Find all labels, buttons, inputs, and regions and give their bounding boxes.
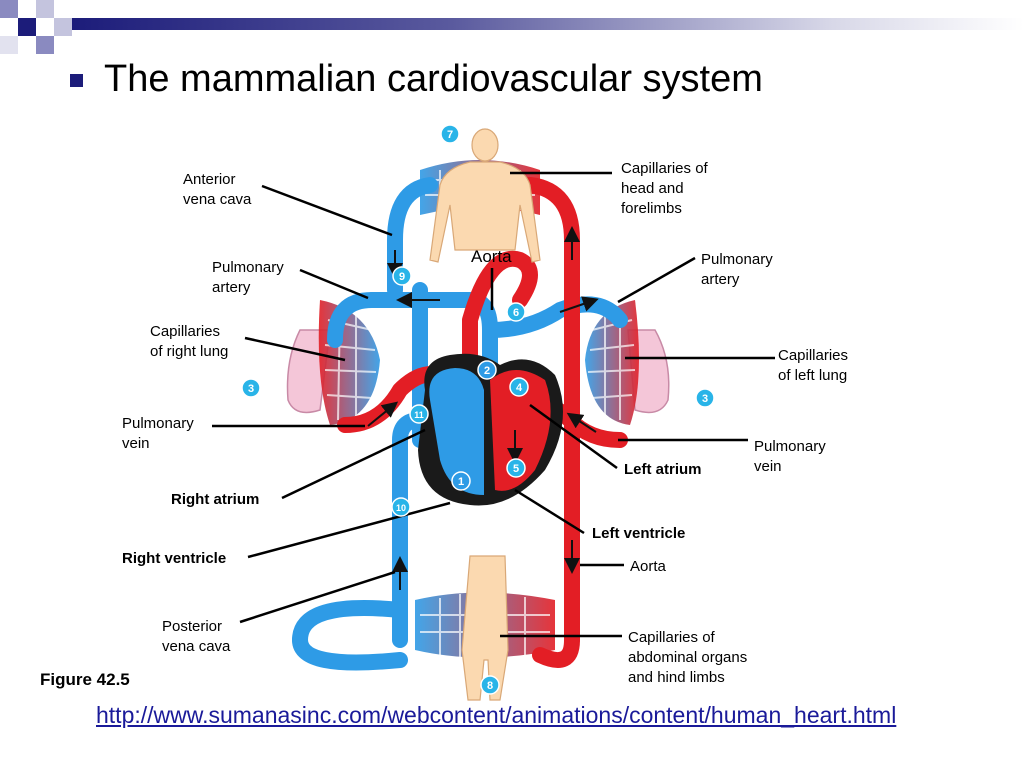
- label-left-ventricle: Left ventricle: [592, 525, 686, 542]
- step-marker: 3: [241, 378, 261, 398]
- label-right-ventricle: Right ventricle: [122, 550, 227, 567]
- deco-square: [36, 0, 54, 18]
- svg-text:10: 10: [396, 503, 406, 513]
- left-lung: [585, 300, 670, 425]
- step-marker: 1: [451, 471, 471, 491]
- svg-text:4: 4: [516, 382, 523, 394]
- header-gradient-bar: [70, 18, 1024, 30]
- step-marker: 9: [392, 266, 412, 286]
- label-posterior-vena-cava: Posterior vena cava: [162, 618, 231, 655]
- step-marker: 4: [509, 377, 529, 397]
- step-marker: 5: [506, 458, 526, 478]
- svg-text:9: 9: [399, 271, 405, 283]
- deco-square: [0, 0, 18, 18]
- label-pulmonary-vein-right: Pulmonary vein: [122, 415, 194, 452]
- label-capillaries-left-lung: Capillaries of left lung: [778, 347, 849, 384]
- human-upper-body: [429, 128, 541, 263]
- label-pulmonary-artery-right: Pulmonary artery: [212, 259, 284, 296]
- slide-title: The mammalian cardiovascular system: [104, 58, 763, 100]
- svg-text:3: 3: [248, 383, 254, 395]
- label-left-atrium: Left atrium: [624, 461, 702, 478]
- step-marker: 7: [440, 124, 460, 144]
- deco-square: [0, 36, 18, 54]
- svg-text:2: 2: [484, 365, 490, 377]
- deco-square: [54, 18, 72, 36]
- label-capillaries-head: Capillaries of head and forelimbs: [621, 160, 708, 217]
- title-bullet: [70, 74, 83, 87]
- label-aorta-bottom: Aorta: [630, 558, 666, 575]
- source-link[interactable]: http://www.sumanasinc.com/webcontent/ani…: [96, 702, 897, 728]
- deco-square: [18, 18, 36, 36]
- svg-text:5: 5: [513, 463, 519, 475]
- label-capillaries-right-lung: Capillaries of right lung: [150, 323, 229, 360]
- svg-text:3: 3: [702, 393, 708, 405]
- step-marker: 11: [409, 404, 429, 424]
- leader-lines: [212, 171, 775, 638]
- human-lower-body: [461, 555, 509, 701]
- label-right-atrium: Right atrium: [171, 491, 260, 508]
- svg-text:1: 1: [458, 476, 464, 488]
- figure-label: Figure 42.5: [40, 670, 130, 689]
- step-marker: 6: [506, 302, 526, 322]
- deco-square: [36, 36, 54, 54]
- step-marker: 3: [695, 388, 715, 408]
- label-capillaries-abdominal: Capillaries of abdominal organs and hind…: [628, 629, 748, 686]
- label-pulmonary-vein-left: Pulmonary vein: [754, 438, 826, 475]
- label-pulmonary-artery-left: Pulmonary artery: [701, 251, 773, 288]
- flow-arrows: [367, 226, 599, 590]
- svg-text:11: 11: [414, 410, 424, 420]
- svg-text:7: 7: [447, 129, 453, 141]
- step-marker: 2: [477, 360, 497, 380]
- label-aorta-top: Aorta: [471, 247, 512, 266]
- step-marker: 10: [391, 497, 411, 517]
- svg-text:6: 6: [513, 307, 519, 319]
- label-anterior-vena-cava: Anterior vena cava: [183, 171, 252, 208]
- step-marker: 8: [480, 675, 500, 695]
- svg-text:8: 8: [487, 680, 493, 692]
- step-markers: 1 2 3 3 4 5 6 7 8 9 10 11: [241, 124, 715, 695]
